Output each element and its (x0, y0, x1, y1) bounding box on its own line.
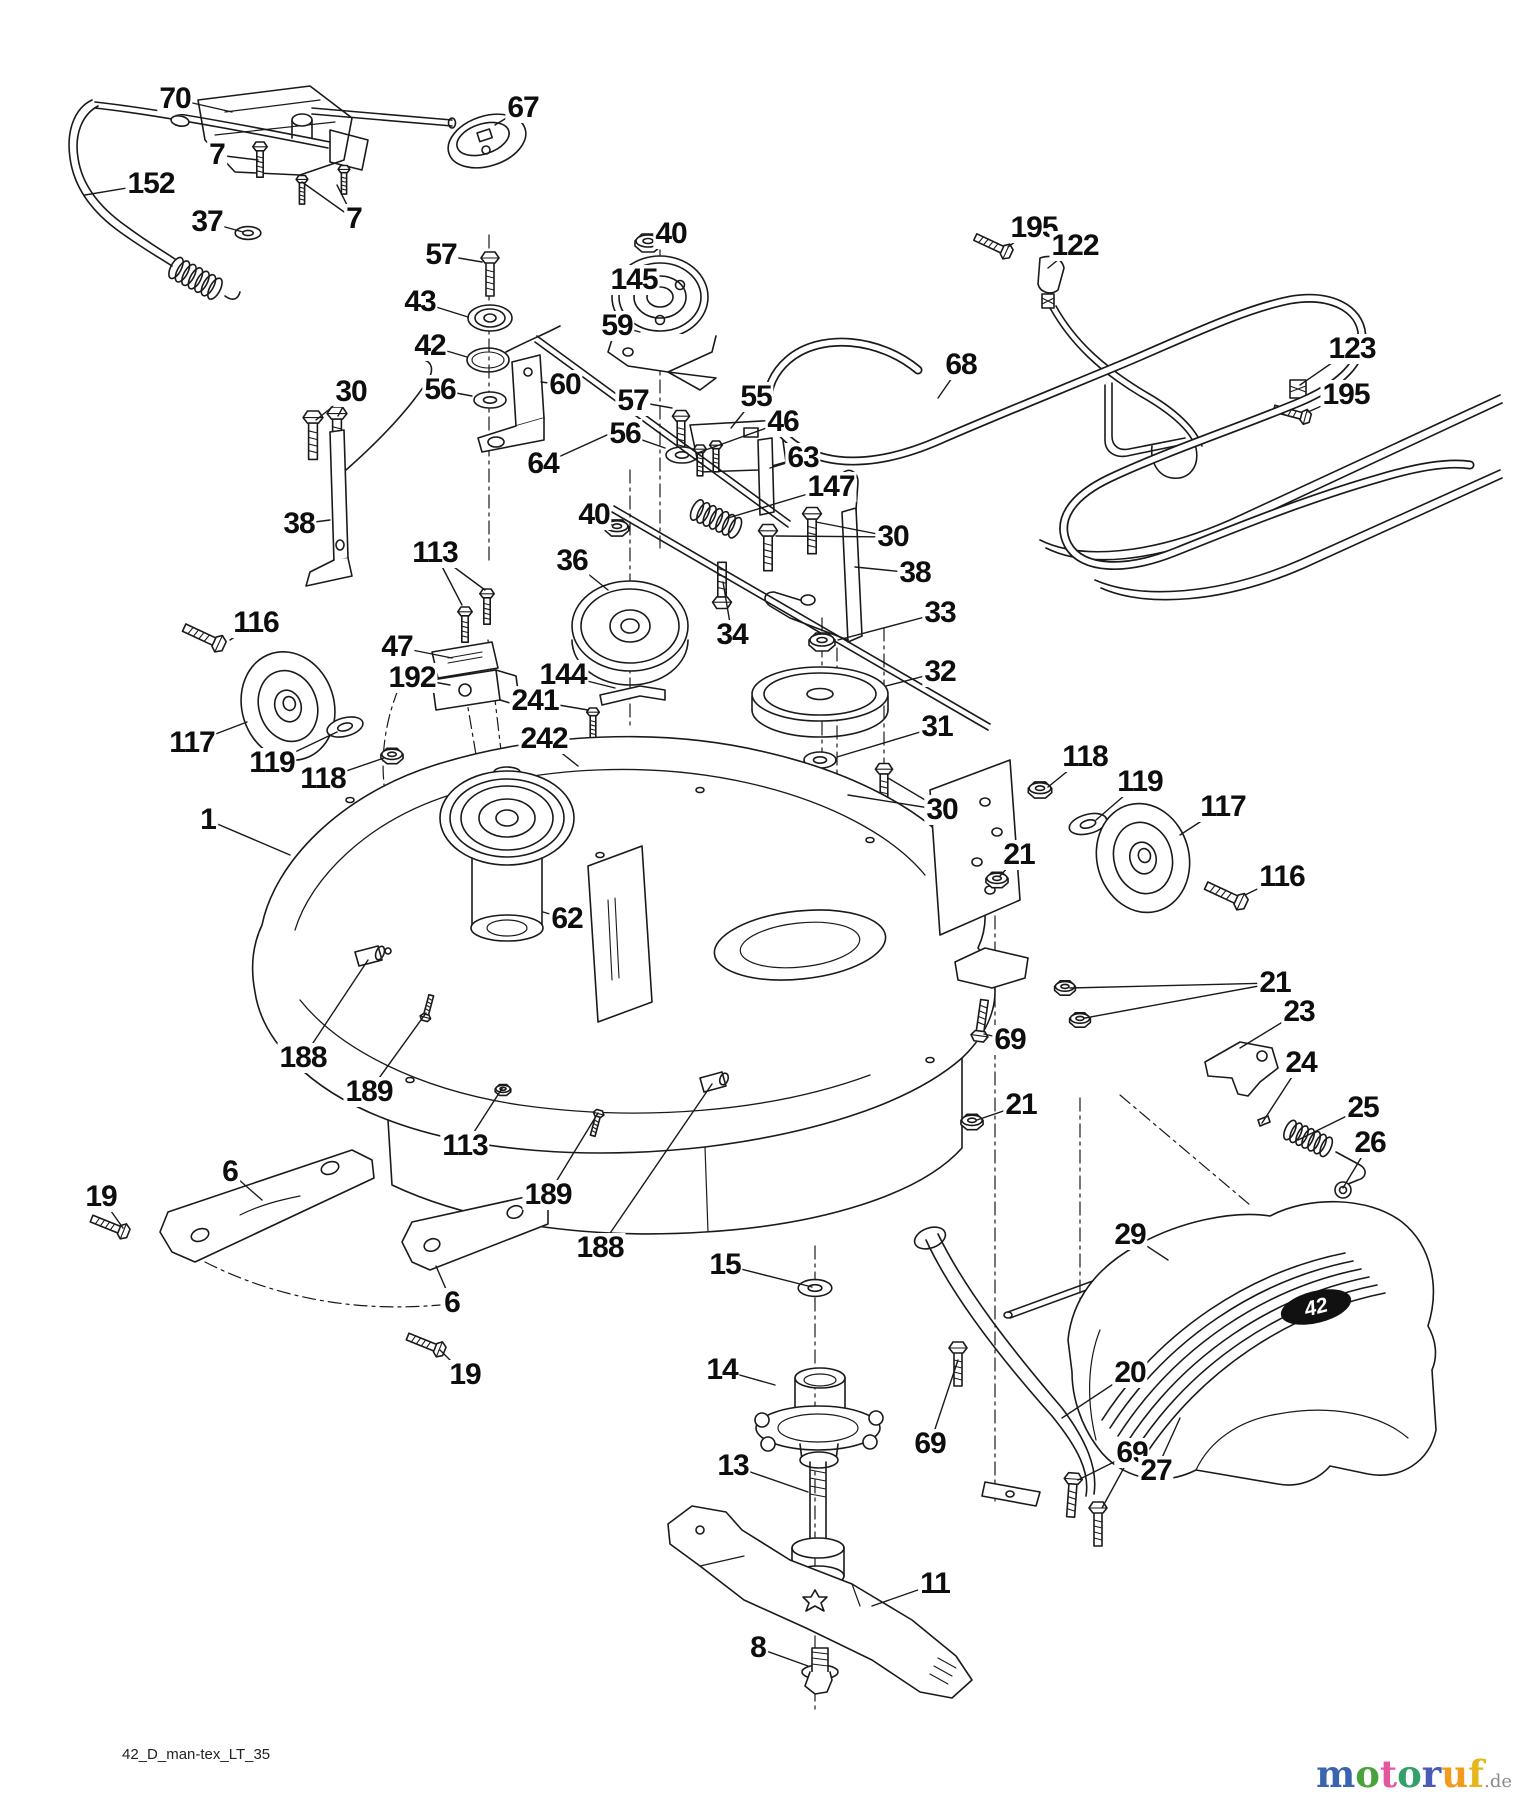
stack-pulley (752, 632, 894, 826)
logo-letter: o (1355, 1752, 1380, 1796)
spindle-pulley (440, 767, 574, 941)
blade (668, 1506, 972, 1698)
lever-assembly (198, 86, 456, 241)
logo-letter: r (1421, 1752, 1442, 1796)
motoruf-logo: motoruf.de (1316, 1752, 1512, 1796)
engagement-frame (971, 229, 1502, 600)
idler-pulley (572, 519, 688, 685)
hanger-right (757, 470, 862, 642)
logo-word: motoruf (1316, 1752, 1484, 1796)
logo-suffix: .de (1484, 1771, 1512, 1792)
spindle-assembly (755, 1278, 883, 1596)
clutch-cable (69, 100, 330, 303)
discharge-cover: 42 (1068, 1202, 1436, 1485)
gauge-wheel-left (179, 618, 404, 774)
mower-deck (253, 737, 1092, 1234)
rear-suspension (912, 1042, 1366, 1547)
deck-belt (768, 298, 1470, 565)
clutch-pulley (608, 233, 716, 390)
logo-letter: f (1468, 1752, 1485, 1796)
logo-letter: u (1441, 1752, 1469, 1796)
front-links (87, 1150, 548, 1360)
hanger-left (302, 360, 431, 586)
logo-letter: t (1379, 1752, 1398, 1796)
lift-knob (441, 105, 533, 177)
doc-code: 42_D_man-tex_LT_35 (122, 1746, 271, 1763)
gauge-wheel-right (1027, 781, 1251, 924)
logo-letter: o (1397, 1752, 1422, 1796)
logo-letter: m (1316, 1752, 1356, 1796)
idler-stack (467, 251, 560, 452)
idler-bracket-group (665, 409, 786, 610)
clutch-bracket (432, 588, 520, 710)
